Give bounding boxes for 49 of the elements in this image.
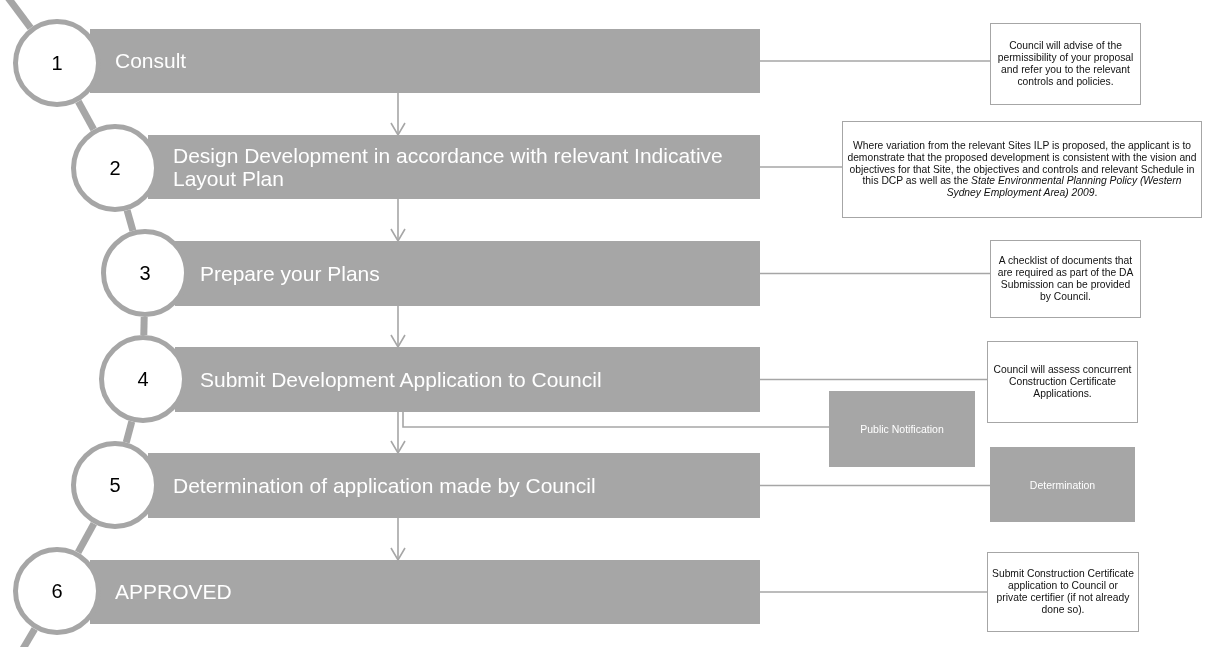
connector-line <box>759 591 988 593</box>
step-label: Design Development in accordance with relevant Indicative Layout Plan <box>173 143 724 191</box>
process-box <box>829 391 975 467</box>
arrow <box>390 92 406 136</box>
step-label: Consult <box>115 49 187 73</box>
step-bar <box>90 560 760 624</box>
connector-line <box>759 484 991 487</box>
arrow <box>390 517 406 561</box>
step-bar <box>148 453 760 518</box>
process-label: Determination <box>1029 478 1096 491</box>
step-number: 4 <box>137 367 149 391</box>
step-number: 3 <box>139 261 151 285</box>
note-box <box>842 121 1202 218</box>
chain-connector <box>122 420 136 444</box>
note-text: Council will assess concurrent Construction Certificate Applications. <box>992 364 1133 400</box>
step-label: APPROVED <box>115 580 232 604</box>
arrow <box>390 305 406 348</box>
arrow <box>390 411 406 454</box>
step-label: Determination of application made by Council <box>173 473 596 498</box>
connector-line <box>402 411 830 428</box>
chain-connector <box>75 99 97 132</box>
process-label: Public Notification <box>860 423 944 435</box>
step-number: 6 <box>51 579 63 603</box>
connector-line <box>759 272 991 275</box>
note-text: Council will advise of the permissibility of your proposal and refer you to the relevant controls and policies. <box>996 40 1135 88</box>
note-box <box>987 552 1139 632</box>
step-bar <box>175 241 760 306</box>
step-number: 5 <box>109 473 121 497</box>
process-box <box>990 447 1135 522</box>
chain-connector <box>140 316 148 336</box>
step-number: 2 <box>109 156 121 180</box>
chain-connector <box>75 521 97 555</box>
connector-line <box>759 166 843 168</box>
note-text: Submit Construction Certificate application to Council or private certifier (if not already done so). <box>992 568 1134 616</box>
step-number: 1 <box>51 51 63 75</box>
step-bar <box>148 135 760 199</box>
step-label: Submit Development Application to Council <box>200 367 602 392</box>
note-box <box>987 341 1138 423</box>
step-label: Prepare your Plans <box>200 261 380 286</box>
note-box <box>990 240 1141 318</box>
connector-line <box>759 378 988 381</box>
note-box <box>990 23 1141 105</box>
arrow <box>390 198 406 242</box>
note-text: Where variation from the relevant Sites ILP is proposed, the applicant is to demonstrate that the proposed development is consistent with the vision and objectives for that Site, the objectives and controls and relevant Schedule in this DCP as well as the State Environmental Planning Policy (Western Sydney Employment Area) 2009. <box>847 139 1197 200</box>
step-bar <box>90 29 760 93</box>
step-bar <box>175 347 760 412</box>
chain-connector <box>123 209 137 232</box>
note-text: A checklist of documents that are required as part of the DA Submission can be provided by Council. <box>996 255 1135 303</box>
connector-line <box>759 60 991 62</box>
